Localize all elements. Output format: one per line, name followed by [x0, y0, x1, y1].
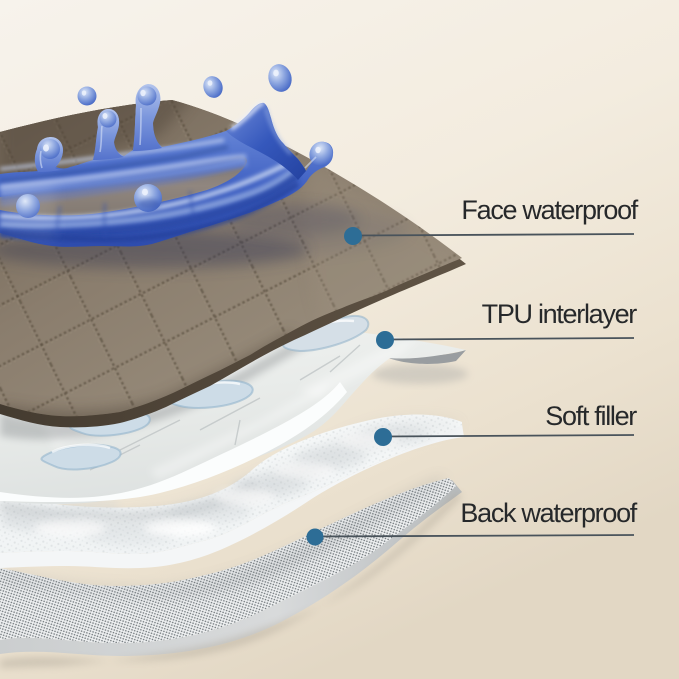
svg-text:Face waterproof: Face waterproof [461, 195, 638, 225]
svg-text:TPU interlayer: TPU interlayer [482, 299, 638, 329]
svg-text:Soft filler: Soft filler [545, 401, 637, 431]
svg-text:Back waterproof: Back waterproof [460, 498, 637, 528]
